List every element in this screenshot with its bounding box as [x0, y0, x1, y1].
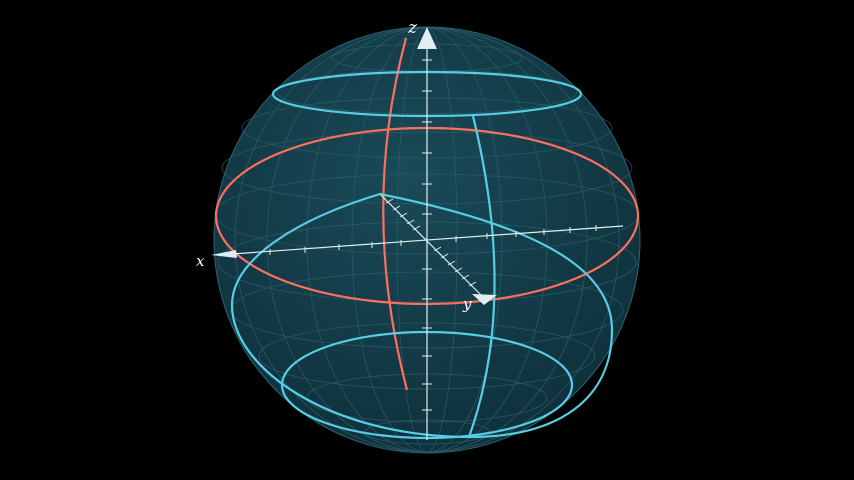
- y-axis-line: [380, 194, 483, 297]
- axis-ticks: [269, 59, 597, 411]
- z-axis-label: z: [407, 18, 418, 38]
- coral-meridian-arc: [382, 37, 409, 391]
- y-axis-arrowhead: [472, 294, 497, 305]
- cyan-meridian-arc: [467, 115, 496, 438]
- axes: [231, 45, 624, 440]
- y-axis-label: y: [462, 295, 472, 313]
- x-axis-arrowhead: [211, 250, 237, 258]
- x-axis-label: x: [196, 252, 205, 270]
- z-axis-arrowhead: [417, 27, 437, 49]
- x-axis-line: [231, 225, 624, 255]
